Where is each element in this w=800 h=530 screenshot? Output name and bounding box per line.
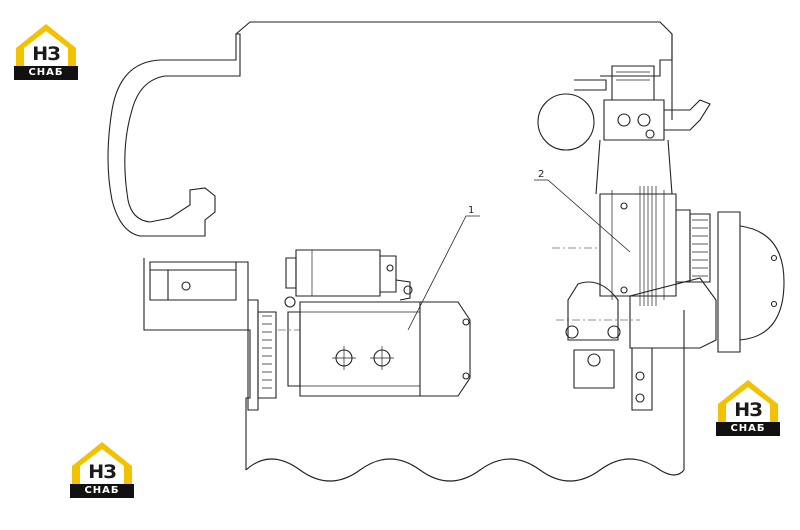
break-line xyxy=(245,458,685,482)
housing-bracket xyxy=(230,261,259,411)
house-roof-icon xyxy=(16,24,76,66)
logo-tagline: СНАБ xyxy=(14,66,78,80)
logo-wordmark: НЗ xyxy=(88,461,116,483)
alternator-bracket xyxy=(565,277,717,411)
housing-hole xyxy=(181,281,191,291)
callout-2-leader xyxy=(534,179,631,253)
logo-tagline: СНАБ xyxy=(70,484,134,498)
starter-motor xyxy=(287,301,471,397)
starter-solenoid xyxy=(284,249,413,308)
logo-wordmark: НЗ xyxy=(734,399,762,421)
housing-flange xyxy=(149,261,237,301)
callout-2-label: 2 xyxy=(538,169,544,180)
pulley-assembly xyxy=(689,211,785,353)
filter-assembly xyxy=(537,65,711,195)
ring-gear xyxy=(257,311,277,399)
logo-wordmark: НЗ xyxy=(32,43,60,65)
logo-tagline: СНАБ xyxy=(716,422,780,436)
alternator xyxy=(599,186,691,306)
house-roof-icon xyxy=(72,442,132,484)
engine-block-top xyxy=(235,21,673,77)
ring-gear-teeth xyxy=(262,315,272,389)
callout-1-label: 1 xyxy=(468,205,474,216)
flywheel-housing xyxy=(143,258,251,470)
callout-1-leader xyxy=(407,215,480,331)
house-roof-icon xyxy=(718,380,778,422)
brand-logo-right: НЗ СНАБ xyxy=(716,378,780,438)
brand-logo-top-left: НЗ СНАБ xyxy=(14,22,78,82)
brand-logo-bottom-left: НЗ СНАБ xyxy=(70,440,134,500)
engine-block-outline xyxy=(107,33,241,237)
center-lines xyxy=(278,247,640,331)
